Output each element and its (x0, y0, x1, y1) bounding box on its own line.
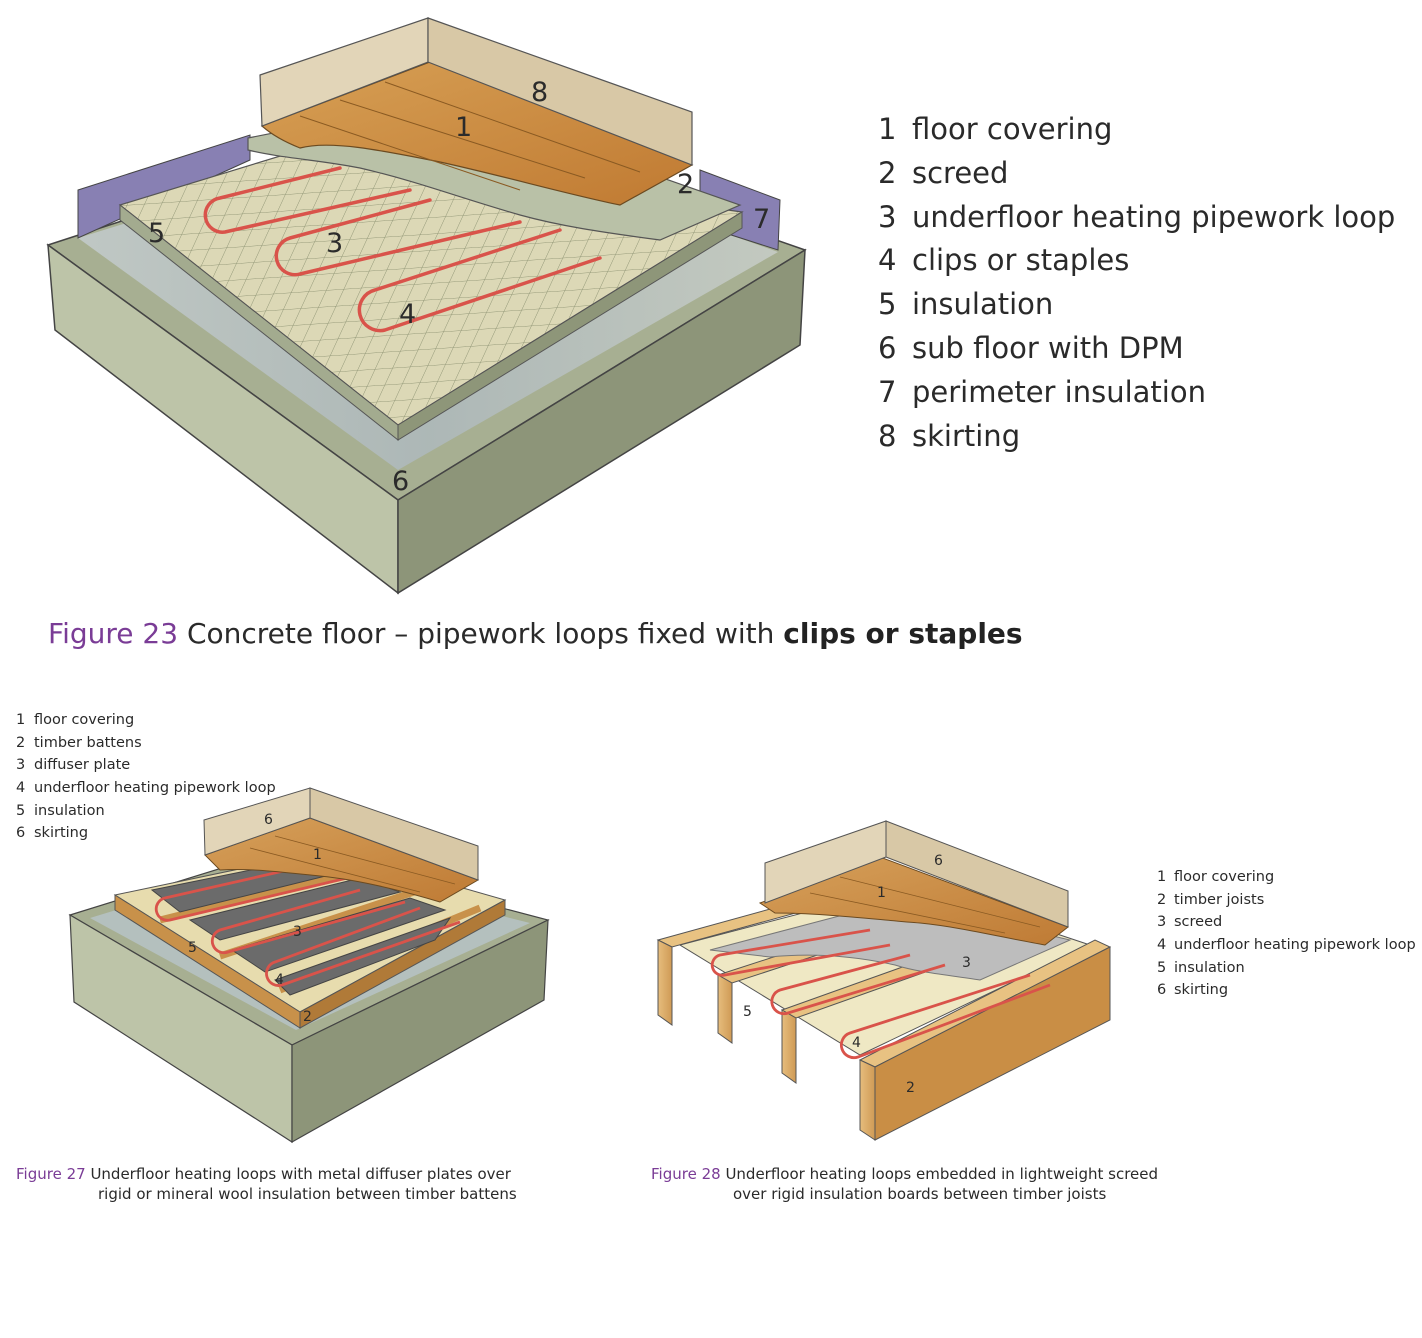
callout-4: 4 (275, 972, 284, 988)
callout-8: 8 (531, 77, 548, 108)
figure-23-caption: Figure 23 Concrete floor – pipework loop… (48, 617, 1023, 650)
callout-5: 5 (148, 218, 165, 249)
callout-5: 5 (188, 940, 197, 956)
figure-27-diagram: 1 2 3 4 5 6 (68, 787, 550, 1144)
callout-2: 2 (906, 1080, 915, 1096)
callout-1: 1 (455, 112, 472, 143)
floor-covering (758, 856, 1070, 946)
callout-4: 4 (399, 299, 416, 330)
callout-6: 6 (264, 812, 273, 828)
callout-3: 3 (962, 955, 971, 971)
callout-5: 5 (743, 1004, 752, 1020)
pipework-loops (154, 863, 461, 987)
callout-6: 6 (392, 466, 409, 497)
figure-label: Figure 28 (651, 1165, 721, 1183)
caption-line-2: rigid or mineral wool insulation between… (98, 1185, 517, 1203)
callout-1: 1 (877, 885, 886, 901)
skirting (764, 820, 1069, 928)
callout-2: 2 (303, 1009, 312, 1025)
figure-28-caption: Figure 28 Underfloor heating loops embed… (651, 1164, 1158, 1204)
floor-covering (260, 61, 694, 206)
figure-label: Figure 23 (48, 617, 179, 650)
caption-line-1: Underfloor heating loops embedded in lig… (725, 1165, 1159, 1183)
callout-3: 3 (326, 228, 343, 259)
callout-1: 1 (313, 847, 322, 863)
callout-7: 7 (753, 204, 770, 235)
figure-27-caption: Figure 27 Underfloor heating loops with … (16, 1164, 517, 1204)
callout-3: 3 (293, 924, 302, 940)
callout-6: 6 (934, 853, 943, 869)
pipework-loops (203, 166, 602, 333)
figure-23-diagram: 1 2 3 4 5 6 7 8 (46, 17, 807, 595)
callout-4: 4 (852, 1035, 861, 1051)
floor-covering (204, 817, 480, 903)
caption-text: Concrete floor – pipework loops fixed wi… (186, 617, 775, 650)
figure-28-diagram: 1 2 3 4 5 6 (656, 820, 1112, 1141)
skirting (203, 787, 479, 881)
pipework-loops (710, 928, 1051, 1059)
caption-bold: clips or staples (783, 617, 1023, 650)
skirting (259, 17, 693, 166)
caption-line-1: Underfloor heating loops with metal diff… (90, 1165, 511, 1183)
caption-line-2: over rigid insulation boards between tim… (733, 1185, 1107, 1203)
callout-2: 2 (677, 169, 694, 200)
figure-label: Figure 27 (16, 1165, 86, 1183)
